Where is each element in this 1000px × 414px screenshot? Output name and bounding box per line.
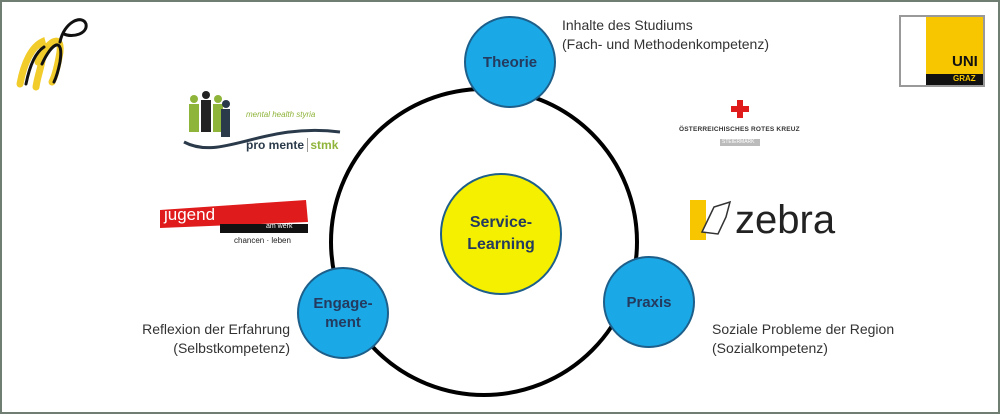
jugend-name: jugend (164, 205, 216, 224)
engagement-circle (297, 267, 389, 359)
service-learning-node: Service-Learning (441, 174, 561, 294)
zebra-icon (690, 200, 706, 240)
theorie-circle (464, 16, 556, 108)
np-logo (16, 18, 88, 91)
praxis-caption: Soziale Probleme der Region(Sozialkompet… (712, 321, 895, 356)
pro-mente-tagline: mental health styria (246, 110, 316, 119)
theorie-label: Theorie (482, 53, 538, 71)
jugend-banner (160, 200, 308, 228)
theorie-caption: Inhalte des Studiums(Fach- und Methodenk… (562, 17, 769, 52)
theorie-node: Theorie (465, 17, 555, 107)
uni-graz-line1: UNI (952, 53, 978, 70)
engagement-node: Engage-ment (298, 268, 388, 358)
uni-graz-line2: GRAZ (953, 74, 976, 83)
service-learning-label: Service-Learning (467, 214, 535, 253)
service-learning-circle (440, 173, 562, 295)
rotes-kreuz-sub: STEIERMARK (722, 139, 755, 145)
red-cross-icon (731, 100, 749, 118)
pro-mente-people-icon (183, 91, 341, 150)
rotes-kreuz-name: ÖSTERREICHISCHES ROTES KREUZ (679, 126, 800, 133)
engagement-caption: Reflexion der Erfahrung(Selbstkompetenz) (142, 321, 290, 356)
steiermark-bar (720, 139, 760, 146)
am-werk-bar (220, 224, 308, 233)
pro-mente-name: pro mente stmk (246, 138, 339, 152)
uni-graz-logo (899, 15, 985, 87)
praxis-node: Praxis (604, 257, 694, 347)
jugend-tagline: chancen · leben (234, 236, 291, 245)
jugend-sub: am werk (266, 223, 293, 230)
praxis-circle (603, 256, 695, 348)
zebra-horse-icon (700, 200, 732, 235)
zebra-name: zebra (735, 198, 836, 242)
engagement-label: Engage-ment (313, 295, 373, 331)
praxis-label: Praxis (626, 293, 672, 311)
